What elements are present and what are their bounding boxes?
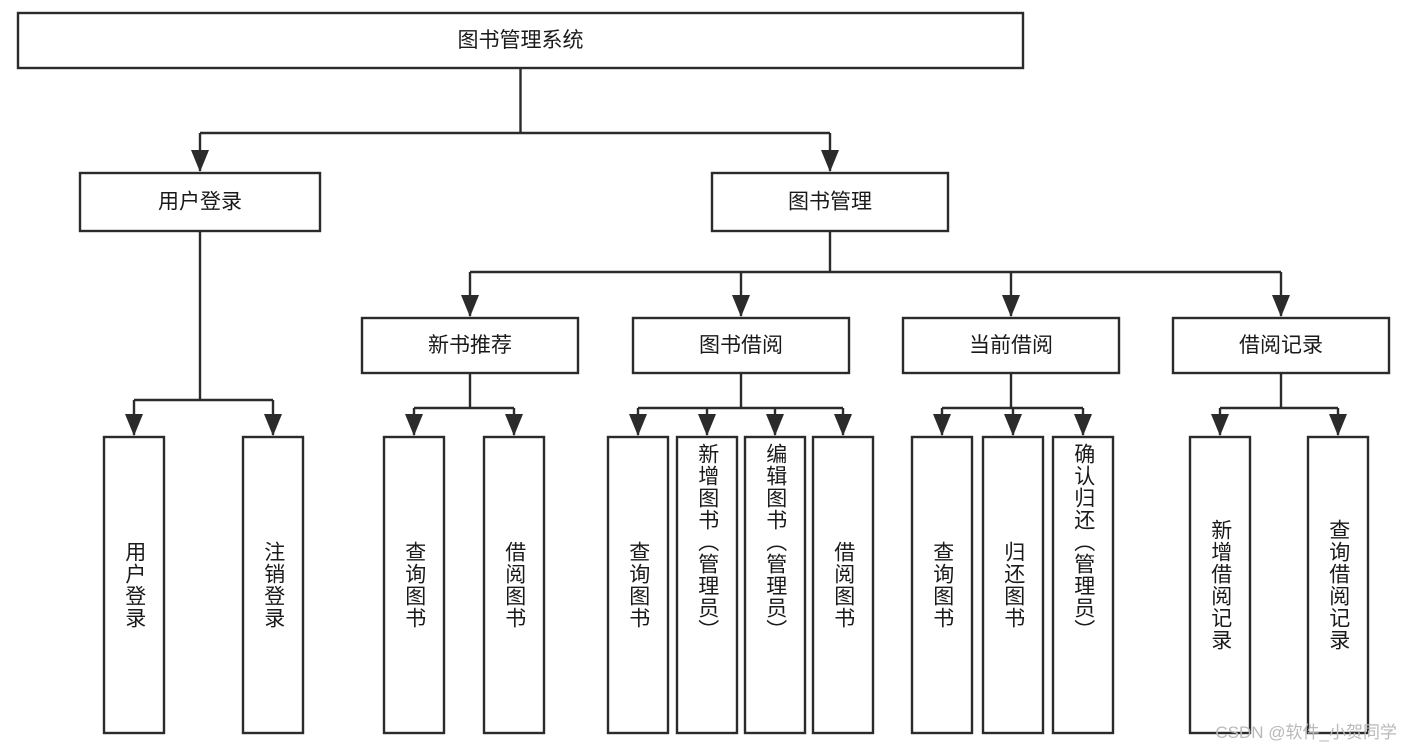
arrow-head-icon [698,414,716,436]
leaf-node-box-0[interactable] [102,435,166,735]
arrow-head-icon [191,150,209,172]
level3-node-label-1: 图书借阅 [699,334,783,357]
arrow-head-icon [505,414,523,436]
root-node-box[interactable] [16,11,1025,70]
arrow-head-icon [1272,295,1290,317]
arrow-head-icon [461,295,479,317]
leaf-node-box-6[interactable] [743,435,807,735]
leaf-node-box-1[interactable] [241,435,305,735]
leaf-node-box-2[interactable] [382,435,446,735]
connector-layer [125,68,1347,436]
arrow-head-icon [1329,414,1347,436]
leaf-node-box-4[interactable] [606,435,670,735]
level3-node-box-1[interactable] [631,316,851,375]
leaf-node-box-5[interactable] [675,435,739,735]
leaf-node-box-12[interactable] [1306,435,1370,735]
arrow-head-icon [1211,414,1229,436]
level3-node-box-0[interactable] [360,316,580,375]
level3-node-box-2[interactable] [901,316,1121,375]
leaf-node-box-8[interactable] [910,435,974,735]
arrow-head-icon [125,414,143,436]
leaf-node-box-11[interactable] [1188,435,1252,735]
level3-node-box-3[interactable] [1171,316,1391,375]
leaf-node-box-7[interactable] [811,435,875,735]
level3-node-label-2: 当前借阅 [969,334,1053,357]
arrow-head-icon [629,414,647,436]
level3-node-label-3: 借阅记录 [1239,334,1323,357]
level2-node-label-1: 图书管理 [788,191,872,214]
arrow-head-icon [766,414,784,436]
arrow-head-icon [405,414,423,436]
arrow-head-icon [1004,414,1022,436]
leaf-node-box-9[interactable] [981,435,1045,735]
arrow-head-icon [1074,414,1092,436]
node-box-layer [16,11,1391,735]
leaf-node-box-3[interactable] [482,435,546,735]
arrow-head-icon [264,414,282,436]
arrow-head-icon [732,295,750,317]
arrow-head-icon [1002,295,1020,317]
arrow-head-icon [834,414,852,436]
root-node-label: 图书管理系统 [458,29,584,52]
level2-node-box-1[interactable] [710,171,950,233]
arrow-head-icon [821,150,839,172]
leaf-node-box-10[interactable] [1051,435,1115,735]
level3-node-label-0: 新书推荐 [428,334,512,357]
arrow-head-icon [933,414,951,436]
csdn-watermark: CSDN @软件_小贺同学 [1215,723,1397,742]
level2-node-box-0[interactable] [78,171,322,233]
level2-node-label-0: 用户登录 [158,191,242,214]
